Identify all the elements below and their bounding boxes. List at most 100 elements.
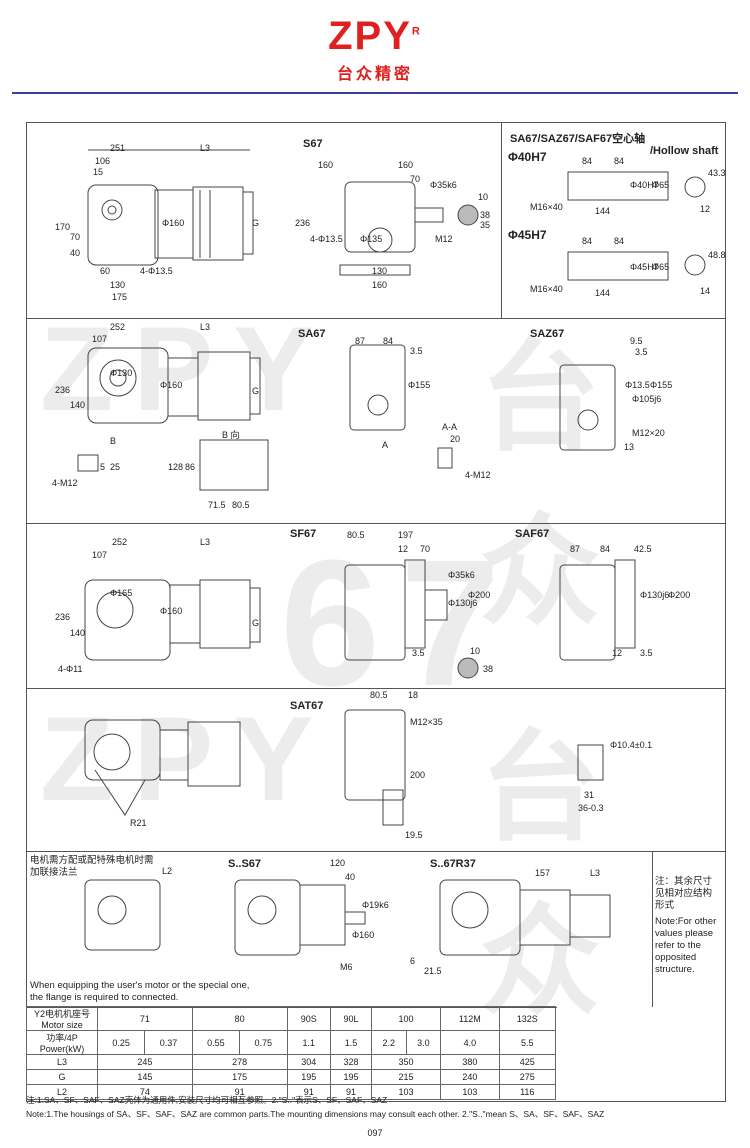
dim-label: 160 [318, 160, 334, 170]
dim-label: 10 [478, 192, 489, 202]
dim-label: Φ65 [652, 180, 670, 190]
table-cell: 90L [330, 1006, 372, 1031]
table-cell: 100 [370, 1006, 442, 1031]
dim-label: Φ160 [160, 606, 183, 616]
dim-label: 3.5 [410, 346, 423, 356]
l2-label: L2 [162, 866, 173, 876]
dim-label: 80.5 [370, 690, 388, 700]
table-cell: 0.37 [144, 1030, 193, 1055]
table-cell: 74 [97, 1084, 193, 1100]
table-cell: L3 [26, 1054, 98, 1070]
table-cell: 0.25 [96, 1030, 146, 1055]
table-row: L2 74 91 91 91 103 103 116 [26, 1084, 557, 1100]
side-note-en: Note:For other values please refer to th… [655, 916, 717, 975]
sa67-b-view [199, 439, 269, 491]
footnote-en: Note:1.The housings of SA、SF、SAF、SAZ are… [26, 1109, 605, 1119]
sat67-title: SAT67 [290, 700, 324, 712]
dim-label: 38 [483, 664, 494, 674]
dim-label: 3.5 [412, 648, 425, 658]
dim-label: L3 [590, 868, 601, 878]
dim-label: R21 [130, 818, 147, 828]
table-header: 功率/4P Power(kW) [26, 1030, 98, 1055]
table-cell: 278 [191, 1054, 288, 1070]
dim-label: 20 [450, 434, 461, 444]
saf67-title: SAF67 [515, 528, 550, 540]
dim-label: 84 [582, 156, 593, 166]
dim-label: 84 [600, 544, 611, 554]
hollow-40-label: Φ40H7 [508, 150, 547, 164]
table-cell: 240 [440, 1069, 500, 1085]
sa67-front [349, 344, 406, 431]
dim-label: Φ35k6 [448, 570, 475, 580]
table-cell: 71 [97, 1006, 193, 1031]
company-name: 台众精密 [336, 66, 413, 83]
dim-label: 236 [55, 385, 71, 395]
table-cell: 80 [191, 1006, 288, 1031]
dim-label: A [382, 440, 389, 450]
dim-label: Φ13.5 [625, 380, 650, 390]
dim-label: 4-M12 [465, 470, 491, 480]
dim-label: M6 [340, 962, 353, 972]
sf67-front [344, 564, 406, 661]
col-divider [501, 123, 502, 318]
s-67r37-title: S..67R37 [430, 858, 476, 870]
dim-label: 80.5 [347, 530, 365, 540]
dim-label: M16×40 [530, 202, 563, 212]
motor-flange-view [84, 879, 161, 951]
s-s67-title: S..S67 [228, 858, 262, 870]
dim-label: 86 [185, 462, 196, 472]
table-cell: G [26, 1069, 98, 1085]
dim-label: L3 [200, 537, 211, 547]
sa67-gear-housing [87, 347, 169, 424]
dim-label: 13 [624, 442, 635, 452]
dim-label: 48.8 [708, 250, 726, 260]
dim-label: Φ135 [360, 234, 383, 244]
hollow-shaft-title-en: /Hollow shaft [650, 145, 719, 157]
hollow-shaft-40 [567, 171, 669, 201]
dim-label: 38 [480, 210, 491, 220]
dim-label: M12×20 [632, 428, 665, 438]
dim-label: Φ130j6 [640, 590, 670, 600]
hollow-shaft-title: SA67/SAZ67/SAF67空心轴 [510, 133, 646, 145]
dim-label: 252 [112, 537, 128, 547]
dim-label: 6 [410, 956, 416, 966]
dim-label: 144 [595, 288, 611, 298]
dim-label: 4-Φ11 [58, 664, 83, 674]
dim-label: 35 [480, 220, 491, 230]
dim-label: 140 [70, 628, 86, 638]
dim-label: 107 [92, 550, 108, 560]
dim-label: 40 [345, 872, 356, 882]
dim-label: 70 [70, 232, 81, 242]
dim-label: Φ40H7 [630, 180, 659, 190]
dim-label: 9.5 [630, 336, 643, 346]
dim-label: 18 [408, 690, 419, 700]
table-cell: 132S [498, 1006, 557, 1031]
footnote-cn: 注:1.SA、SF、SAF、SAZ壳体为通用件,安装尺寸均可相互参照。2."S.… [26, 1095, 388, 1105]
row-divider [27, 523, 725, 524]
dim-label: 84 [614, 156, 625, 166]
dim-label: 42.5 [634, 544, 652, 554]
table-cell: 1.5 [330, 1030, 372, 1055]
dim-label: Φ130 [110, 368, 133, 378]
dim-label: 4-Φ13.5 [310, 234, 343, 244]
dim-label: G [252, 386, 260, 396]
dim-label: M12×35 [410, 717, 443, 727]
table-cell: 304 [286, 1054, 331, 1070]
dim-label: B [110, 436, 117, 446]
dim-label: 70 [420, 544, 431, 554]
dim-label: Φ19k6 [362, 900, 389, 910]
dim-label: 84 [582, 236, 593, 246]
table-cell: 112M [440, 1006, 500, 1031]
side-note-cn: 注：其余尺寸见相对应结构形式 [655, 876, 713, 911]
dim-label: 106 [95, 156, 111, 166]
table-row: G 145 175 195 195 215 240 275 [26, 1069, 557, 1085]
saz67-title: SAZ67 [530, 328, 565, 340]
table-row: Y2电机机座号 Motor size 71 80 90S 90L 100 112… [26, 1006, 557, 1031]
dim-label: 10 [470, 646, 481, 656]
dim-label: 70 [410, 174, 421, 184]
row-divider [27, 318, 725, 319]
table-cell: 1.1 [286, 1030, 331, 1055]
dim-label: 251 [110, 143, 126, 153]
dim-label: 4-M12 [52, 478, 78, 488]
saz67-front [559, 364, 616, 451]
